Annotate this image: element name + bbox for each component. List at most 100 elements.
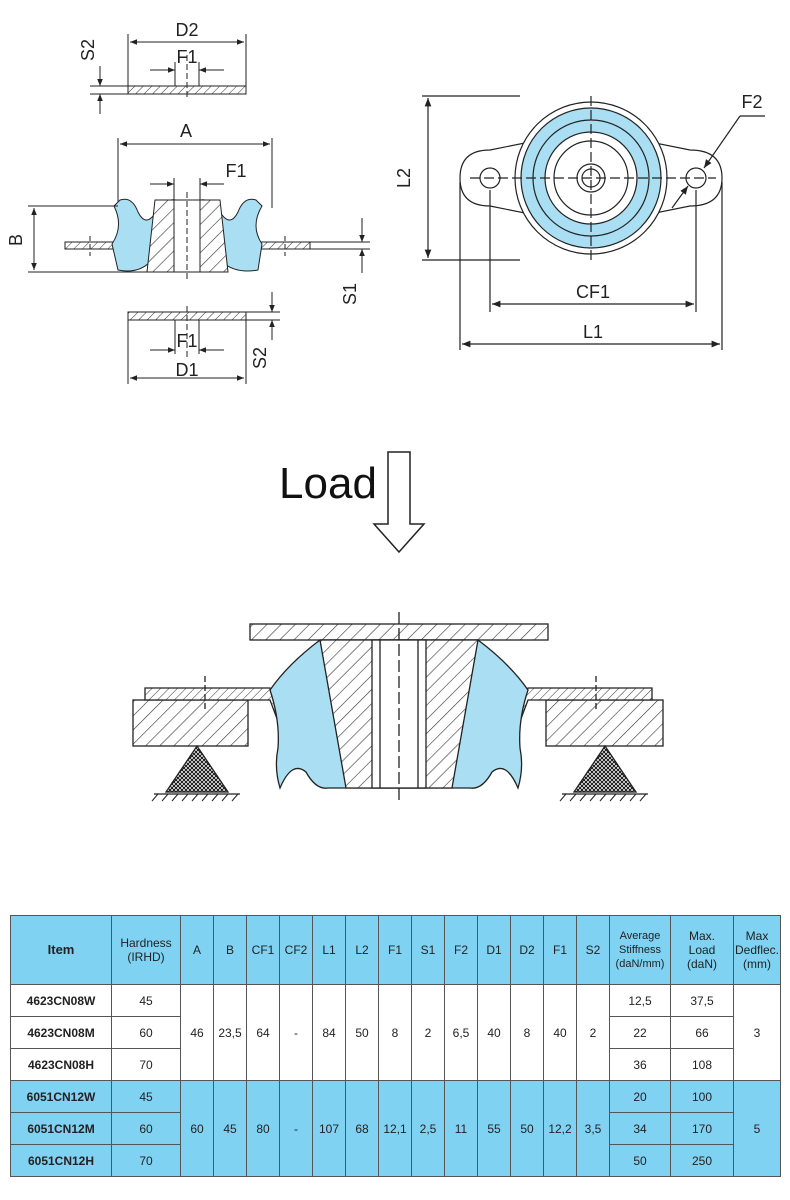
f2-leader	[703, 115, 741, 169]
f1b-cell: 40	[543, 984, 577, 1081]
col-s2: S2	[576, 915, 610, 985]
cf1-cell: 80	[246, 1080, 280, 1177]
d1-cell: 55	[477, 1080, 511, 1177]
spec-table-header-row: Item Hardness(IRHD) A B CF1 CF2 L1 L2 F1…	[10, 915, 781, 985]
load-cell: 37,5	[670, 984, 734, 1017]
f1-top-label: F1	[176, 47, 197, 67]
s1-label: S1	[340, 283, 360, 305]
bottom-washer-view	[127, 292, 280, 384]
col-hardness: Hardness(IRHD)	[111, 915, 181, 985]
s1-cell: 2,5	[411, 1080, 445, 1177]
top-washer-view	[90, 34, 247, 114]
table-row: 6051CN12M 60 34 170	[10, 1112, 781, 1145]
stiffness-cell: 34	[609, 1112, 671, 1145]
f1-cell: 12,1	[378, 1080, 412, 1177]
load-arrow-icon	[372, 451, 426, 554]
f2-cell: 6,5	[444, 984, 478, 1081]
load-cell: 100	[670, 1080, 734, 1113]
item-cell: 6051CN12W	[10, 1080, 112, 1113]
d1-label: D1	[175, 360, 198, 380]
support-triangle-right	[572, 744, 638, 793]
side-section-view	[28, 138, 370, 280]
l1-cell: 107	[312, 1080, 346, 1177]
col-f1: F1	[378, 915, 412, 985]
col-f1b: F1	[543, 915, 577, 985]
s2-top-label: S2	[78, 39, 98, 61]
table-row: 4623CN08M 60 22 66	[10, 1016, 781, 1049]
table-row: 6051CN12H 70 50 250	[10, 1144, 781, 1177]
hardness-cell: 60	[111, 1016, 181, 1049]
load-cell: 170	[670, 1112, 734, 1145]
b-label: B	[6, 234, 26, 246]
hardness-cell: 70	[111, 1048, 181, 1081]
d2-cell: 8	[510, 984, 544, 1081]
a-cell: 46	[180, 984, 214, 1081]
cf1-cell: 64	[246, 984, 280, 1081]
cf2-cell: -	[279, 984, 313, 1081]
a-cell: 60	[180, 1080, 214, 1177]
a-label: A	[180, 121, 192, 141]
stiffness-cell: 22	[609, 1016, 671, 1049]
spec-table: Item Hardness(IRHD) A B CF1 CF2 L1 L2 F1…	[10, 915, 781, 1177]
col-b: B	[213, 915, 247, 985]
item-cell: 6051CN12H	[10, 1144, 112, 1177]
s2-bottom-label: S2	[250, 347, 270, 369]
cf1-label: CF1	[576, 282, 610, 302]
f2-cell: 11	[444, 1080, 478, 1177]
item-cell: 6051CN12M	[10, 1112, 112, 1145]
deflection-cell: 3	[733, 984, 781, 1081]
f2-label: F2	[741, 92, 762, 112]
load-label: Load	[279, 459, 377, 508]
f1-mid-label: F1	[225, 161, 246, 181]
col-cf2: CF2	[279, 915, 313, 985]
technical-drawing: D2 F1 S2 A F1 B S1	[6, 20, 765, 802]
l2-cell: 68	[345, 1080, 379, 1177]
hardness-cell: 45	[111, 984, 181, 1017]
load-cell: 108	[670, 1048, 734, 1081]
col-a: A	[180, 915, 214, 985]
item-cell: 4623CN08M	[10, 1016, 112, 1049]
col-d2: D2	[510, 915, 544, 985]
l2-cell: 50	[345, 984, 379, 1081]
col-l1: L1	[312, 915, 346, 985]
l1-cell: 84	[312, 984, 346, 1081]
stiffness-cell: 20	[609, 1080, 671, 1113]
s1-cell: 2	[411, 984, 445, 1081]
stiffness-cell: 50	[609, 1144, 671, 1177]
f1-cell: 8	[378, 984, 412, 1081]
item-cell: 4623CN08H	[10, 1048, 112, 1081]
s2-cell: 3,5	[576, 1080, 610, 1177]
item-cell: 4623CN08W	[10, 984, 112, 1017]
stiffness-cell: 12,5	[609, 984, 671, 1017]
load-cell: 250	[670, 1144, 734, 1177]
col-l2: L2	[345, 915, 379, 985]
b-cell: 23,5	[213, 984, 247, 1081]
hardness-cell: 45	[111, 1080, 181, 1113]
b-cell: 45	[213, 1080, 247, 1177]
col-item: Item	[10, 915, 112, 985]
f1-bottom-label: F1	[176, 331, 197, 351]
hardness-cell: 60	[111, 1112, 181, 1145]
col-cf1: CF1	[246, 915, 280, 985]
f1b-cell: 12,2	[543, 1080, 577, 1177]
d2-label: D2	[175, 20, 198, 40]
hardness-cell: 70	[111, 1144, 181, 1177]
s2-cell: 2	[576, 984, 610, 1081]
l1-label: L1	[583, 322, 603, 342]
l2-label: L2	[394, 168, 414, 188]
support-beam-left	[132, 699, 249, 747]
table-row: 4623CN08W 45 46 23,5 64 - 84 50 8 2 6,5 …	[10, 984, 781, 1081]
d1-cell: 40	[477, 984, 511, 1081]
table-row: 4623CN08H 70 36 108	[10, 1048, 781, 1081]
col-f2: F2	[444, 915, 478, 985]
support-beam-right	[545, 699, 664, 747]
assembly-section-view	[132, 612, 664, 802]
cf2-cell: -	[279, 1080, 313, 1177]
d2-cell: 50	[510, 1080, 544, 1177]
deflection-cell: 5	[733, 1080, 781, 1177]
col-d1: D1	[477, 915, 511, 985]
top-plan-view	[422, 95, 765, 350]
table-row: 6051CN12W 45 60 45 80 - 107 68 12,1 2,5 …	[10, 1080, 781, 1177]
load-cell: 66	[670, 1016, 734, 1049]
